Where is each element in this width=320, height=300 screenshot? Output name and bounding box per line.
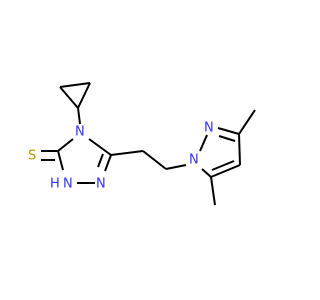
bond-ch2b-pzn1 (165, 164, 187, 170)
bond-c3-n1 (57, 150, 64, 171)
bond-c4-c5-a (210, 164, 241, 178)
atom-triazole-n1: N (63, 177, 73, 192)
bond-c4-c5-b (211, 160, 235, 171)
atom-triazole-n4: N (75, 125, 85, 140)
bond-c3-c4 (238, 133, 241, 166)
structure-diagram: S N N N H N N (28, 82, 256, 206)
bond-c5-methyl (210, 176, 216, 206)
bond-c3-methyl (238, 109, 256, 135)
bond-n2-c5-b (97, 153, 104, 168)
triazole-ring (57, 138, 112, 184)
atom-triazole-n2: N (96, 177, 106, 192)
bond-cp-c (77, 82, 91, 109)
bond-c5-ch2a (110, 150, 144, 156)
cyclopropyl-ring (59, 82, 91, 109)
bond-cp-b (59, 82, 91, 88)
atom-pyrazole-n2: N (204, 121, 214, 136)
bond-c5-n4 (88, 138, 112, 156)
bond-n2-c5-a (104, 154, 112, 172)
atom-sulfur: S (28, 149, 36, 164)
bond-pzn2-c3-a (217, 127, 240, 135)
bond-c5-pzn1 (201, 168, 212, 178)
bond-cp-n4 (77, 107, 81, 125)
bond-pzn1-pzn2 (199, 134, 208, 152)
atom-pyrazole-n1: N (189, 153, 199, 168)
bond-pzn2-c3-b (218, 135, 236, 142)
atom-triazole-n1-h: H (50, 177, 60, 192)
bond-n4-c3 (57, 138, 74, 152)
bond-cp-a (59, 86, 79, 109)
pyrazole-ring (199, 127, 241, 178)
bond-ch2a-ch2b (142, 150, 167, 170)
